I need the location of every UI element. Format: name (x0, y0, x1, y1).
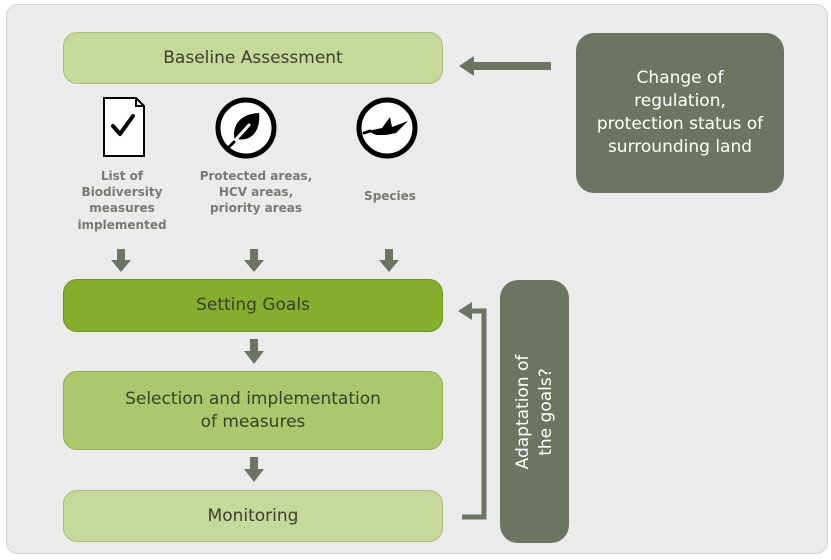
bird-icon (356, 97, 418, 163)
selection-implementation-box: Selection and implementation of measures (63, 371, 443, 450)
selection-line-1: Selection and implementation (125, 388, 381, 409)
change-line-2: regulation, (634, 91, 726, 112)
caption-protected-areas: Protected areas, HCV areas, priority are… (199, 169, 313, 216)
arrow-down-selection (244, 457, 264, 482)
arrow-left-to-baseline (459, 56, 551, 76)
monitoring-label: Monitoring (207, 505, 299, 526)
setting-goals-label: Setting Goals (196, 295, 310, 316)
caption-species: Species (364, 189, 416, 203)
arrow-down-3 (379, 249, 399, 272)
adaptation-of-goals-box: Adaptation of the goals? (500, 280, 569, 543)
monitoring-box: Monitoring (63, 490, 443, 542)
change-of-regulation-box: Change of regulation, protection status … (576, 33, 784, 193)
baseline-assessment-box: Baseline Assessment (63, 32, 443, 84)
setting-goals-box: Setting Goals (63, 279, 443, 332)
caption-biodiversity-measures: List of Biodiversity measures implemente… (77, 169, 167, 232)
arrow-down-1 (111, 249, 131, 272)
document-check-icon (102, 96, 146, 162)
baseline-assessment-label: Baseline Assessment (163, 47, 343, 68)
selection-line-2: of measures (200, 411, 306, 432)
change-line-3: protection status of (596, 114, 764, 134)
change-line-1: Change of (636, 68, 724, 89)
change-line-4: surrounding land (607, 136, 753, 157)
arrow-down-2 (244, 249, 264, 272)
feedback-loop-arrowhead (458, 302, 472, 320)
arrow-down-goals (244, 339, 264, 364)
feedback-loop-arrow (462, 308, 487, 520)
leaf-icon (215, 97, 277, 163)
